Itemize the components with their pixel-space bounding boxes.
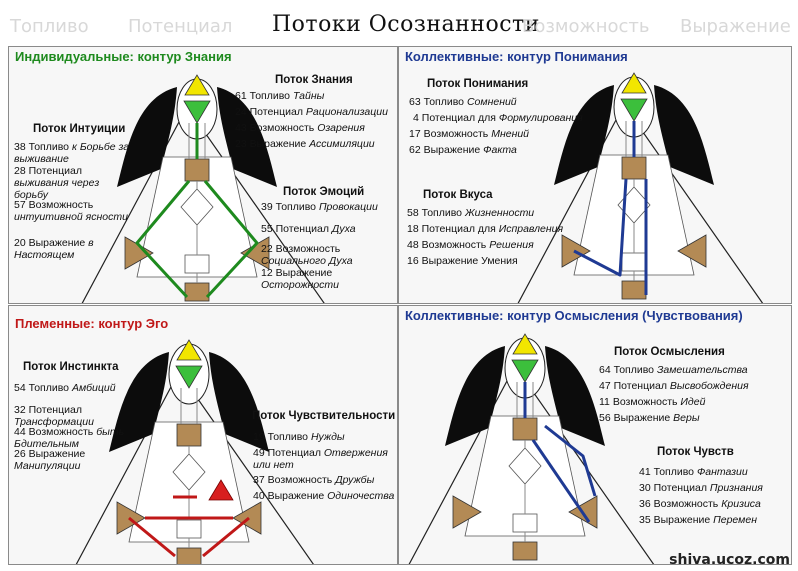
channel-line: 37 Возможность Дружбы xyxy=(253,474,375,486)
channel-line: 18 Потенциал для Исправления xyxy=(407,223,564,235)
channel-line: 19 Топливо Нужды xyxy=(253,431,345,443)
stream-title: Поток Осмысления xyxy=(614,346,725,358)
ajna-center xyxy=(620,98,648,122)
root-center xyxy=(184,282,210,302)
panel-knowledge-circuit: Индивидуальные: контур Знания Поток Знан… xyxy=(8,46,398,304)
panel-ego-circuit: Племенные: контур Эго Поток Инстинкта 54… xyxy=(8,305,398,565)
bodygraph-figure xyxy=(408,333,655,564)
channel-line: 30 Потенциал Признания xyxy=(639,482,763,494)
channel-line: 54 Топливо Амбиций xyxy=(14,382,116,394)
top-bar: Топливо Потенциал Потоки Осознанности Во… xyxy=(0,0,798,50)
channel-line: 26 Выражение Манипуляции xyxy=(14,448,86,472)
channel-line: 55 Потенциал Духа xyxy=(261,223,356,235)
circuit-highlight-line xyxy=(573,178,628,277)
circuit-highlight-line xyxy=(531,439,591,523)
stream-title: Поток Инстинкта xyxy=(23,361,119,373)
circuit-highlight-line xyxy=(202,516,250,558)
throat-center xyxy=(621,156,647,180)
circuit-highlight-line xyxy=(203,180,259,299)
channel-line: 16 Выражение Умения xyxy=(407,255,518,267)
stream-title: Поток Понимания xyxy=(427,78,529,90)
channel-line: 49 Потенциал Отвержения или нет xyxy=(253,447,388,471)
outline-triangle xyxy=(75,370,314,564)
stream-title: Поток Эмоций xyxy=(283,186,365,198)
faint-word: Возможность xyxy=(522,16,650,37)
throat-center xyxy=(176,423,202,447)
throat-center xyxy=(512,417,538,441)
channel-line: 12 Выражение Осторожности xyxy=(261,267,340,291)
page-title: Потоки Осознанности xyxy=(272,12,540,37)
channel-line: 38 Топливо к Борьбе за выживание xyxy=(14,141,130,165)
outline-triangle xyxy=(517,103,764,303)
head-center xyxy=(176,339,202,361)
faint-word: Выражение xyxy=(680,16,791,37)
circuit-highlight-line xyxy=(135,180,191,299)
channel-line: 57 Возможность интуитивной ясности xyxy=(14,199,128,223)
spleen-center xyxy=(452,495,482,529)
circuit-highlight-line xyxy=(128,516,176,558)
channel-line: 11 Возможность Идей xyxy=(599,396,706,408)
circuit-highlight-line xyxy=(544,424,597,497)
head-center xyxy=(184,74,210,96)
channel-line: 56 Выражение Веры xyxy=(599,412,700,424)
channel-line: 23 Выражение Ассимиляции xyxy=(235,138,375,150)
root-center xyxy=(512,541,538,561)
panel-title: Племенные: контур Эго xyxy=(15,316,169,331)
channel-line: 20 Выражение в Настоящем xyxy=(14,237,94,261)
bodygraph-figure xyxy=(81,74,325,303)
watermark: shiva.ucoz.com xyxy=(669,552,790,568)
outline-triangle xyxy=(81,105,325,303)
channel-line: 64 Топливо Замешательства xyxy=(599,364,748,376)
channel-line: 44 Возможность быть Бдительным xyxy=(14,426,125,450)
channel-line: 48 Возможность Решения xyxy=(407,239,534,251)
sacral-center xyxy=(176,519,202,539)
channel-line: 58 Топливо Жизненности xyxy=(407,207,535,219)
panel-title: Коллективные: контур Осмысления (Чувство… xyxy=(405,308,743,323)
channel-line: 41 Топливо Фантазии xyxy=(639,466,748,478)
ajna-center xyxy=(183,100,211,124)
channel-line: 22 Возможность Социального Духа xyxy=(261,243,353,267)
channel-line: 61 Топливо Тайны xyxy=(235,90,325,102)
stream-title: Поток Знания xyxy=(275,74,353,86)
sacral-center xyxy=(184,254,210,274)
faint-word: Топливо xyxy=(10,16,89,37)
channel-line: 36 Возможность Кризиса xyxy=(639,498,761,510)
panel-title: Индивидуальные: контур Знания xyxy=(15,49,232,64)
bodygraph-figure xyxy=(517,72,764,303)
stream-title: Поток Вкуса xyxy=(423,189,493,201)
ajna-center xyxy=(175,365,203,389)
panel-understanding-circuit: Коллективные: контур Понимания Поток Пон… xyxy=(398,46,792,304)
channel-line: 32 Потенциал Трансформации xyxy=(14,404,94,428)
faint-word: Потенциал xyxy=(128,16,233,37)
sacral-center xyxy=(512,513,538,533)
channel-line: 40 Выражение Одиночества xyxy=(253,490,395,502)
sacral-center xyxy=(621,252,647,272)
head-center xyxy=(512,333,538,355)
channel-line: 43 Возможность Озарения xyxy=(235,122,365,134)
stream-title: Поток Чувств xyxy=(657,446,734,458)
channel-line: 47 Потенциал Высвобождения xyxy=(599,380,749,392)
panel-sensing-circuit: Коллективные: контур Осмысления (Чувство… xyxy=(398,305,792,565)
root-center xyxy=(621,280,647,300)
channel-line: 4 Потенциал для Формулирования xyxy=(413,112,583,124)
stream-title: Поток Чувствительности xyxy=(252,410,396,422)
bodygraph-figure xyxy=(75,339,314,564)
heart-center xyxy=(208,479,234,501)
channel-line: 39 Топливо Провокации xyxy=(261,201,378,213)
head-center xyxy=(621,72,647,94)
ajna-center xyxy=(511,359,539,383)
channel-line: 63 Топливо Сомнений xyxy=(409,96,517,108)
solar-plexus-center xyxy=(677,234,707,268)
channel-line: 24 Потенциал Рационализации xyxy=(235,106,388,118)
panel-title: Коллективные: контур Понимания xyxy=(405,49,628,64)
channel-line: 62 Выражение Факта xyxy=(409,144,517,156)
channel-line: 35 Выражение Перемен xyxy=(639,514,757,526)
stream-title: Поток Интуиции xyxy=(33,123,126,135)
throat-center xyxy=(184,158,210,182)
root-center xyxy=(176,547,202,564)
channel-line: 17 Возможность Мнений xyxy=(409,128,530,140)
channel-line: 28 Потенциал выживания через борьбу xyxy=(14,165,100,201)
